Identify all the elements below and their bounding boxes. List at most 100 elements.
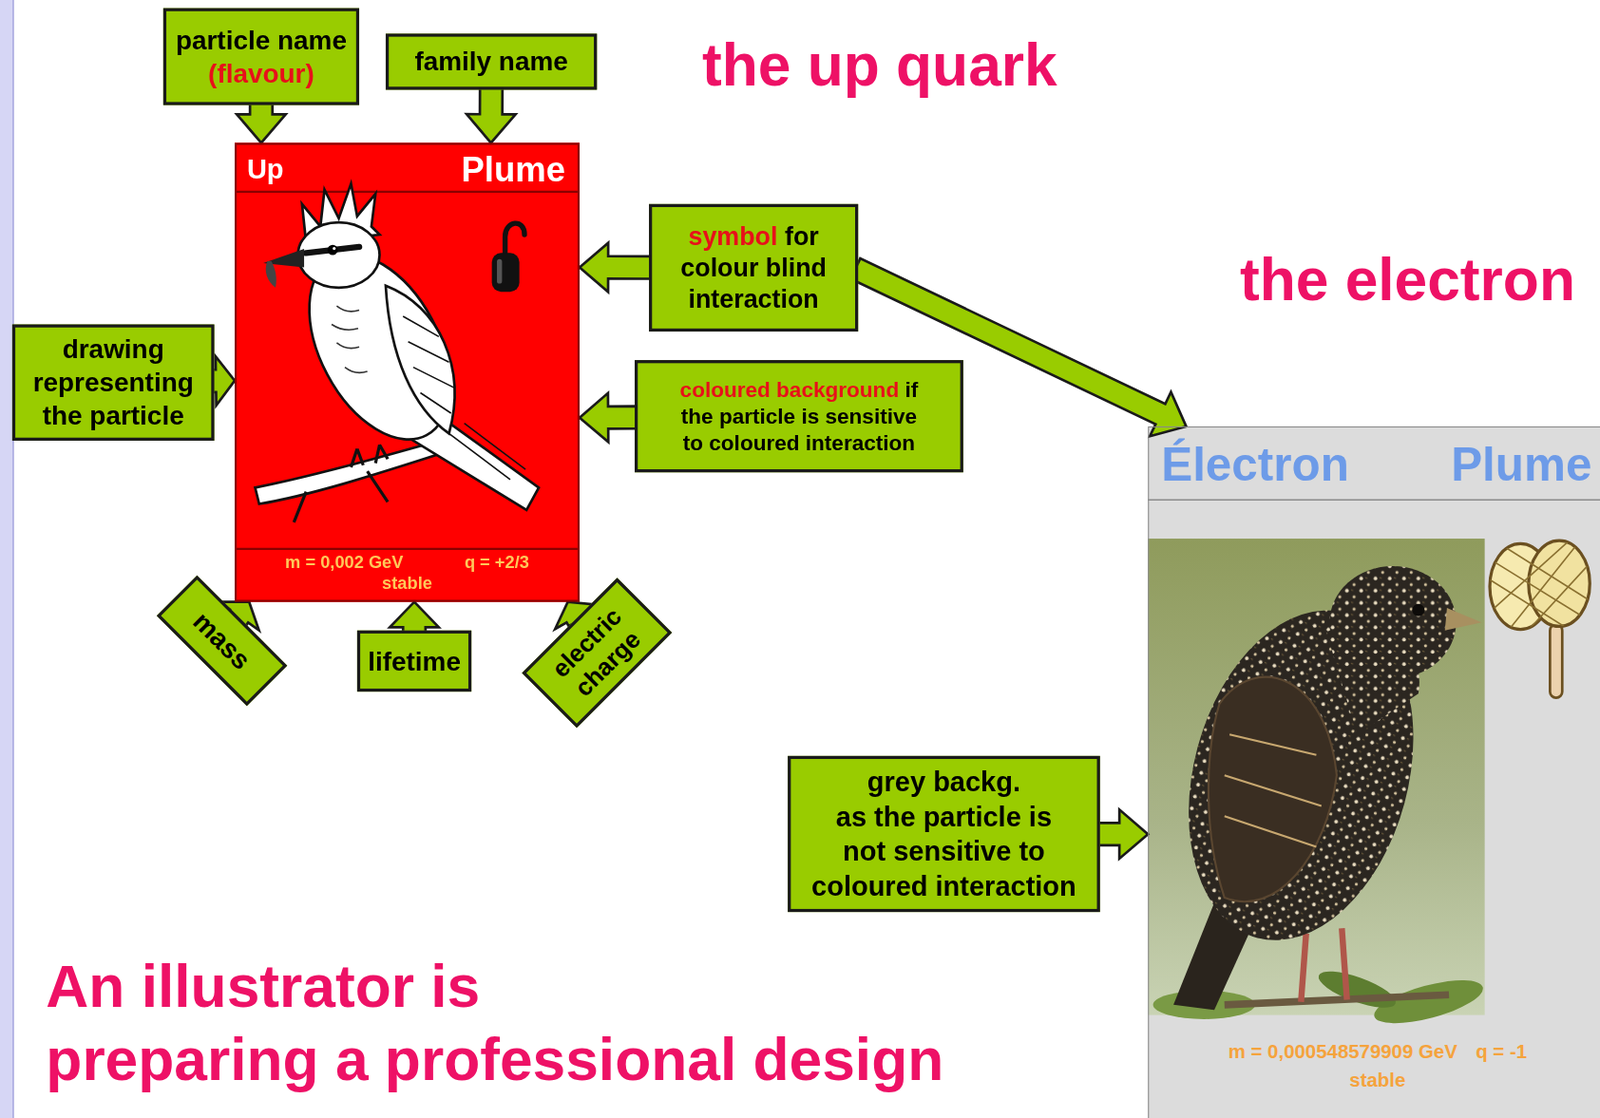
card-ground xyxy=(234,142,580,602)
card-divider xyxy=(234,548,580,551)
callout-label: (flavour) xyxy=(170,57,352,91)
wing-edges xyxy=(1224,734,1322,847)
card-divider xyxy=(1147,498,1600,501)
callout-box: coloured backgroundif the particle is se… xyxy=(634,360,964,473)
callout-label: particle name xyxy=(170,23,352,58)
starling-eye xyxy=(1411,604,1425,617)
callout-inner: drawing representing the particle xyxy=(19,332,206,433)
particle-card: Électron Plume m = 0,000548579909 GeV q = -… xyxy=(1147,426,1600,1118)
callout-inner: electric charge xyxy=(533,590,660,716)
breast-hatching xyxy=(331,305,368,373)
callout-arrow xyxy=(389,602,439,634)
charge-value: q = +2/3 xyxy=(464,552,530,572)
net-mesh xyxy=(1485,538,1593,641)
callout-inner: coloured backgroundif the particle is se… xyxy=(673,376,924,458)
starling-head xyxy=(1329,566,1456,679)
callout-label: coloured background xyxy=(680,377,900,401)
family-name: Plume xyxy=(460,149,566,190)
title-wrap: An illustrator is preparing a profession… xyxy=(45,950,985,1098)
prey xyxy=(266,261,277,288)
hook-handle xyxy=(492,252,520,292)
callout-arrow xyxy=(466,86,516,143)
callout-arrow xyxy=(579,243,652,293)
callout-arrow xyxy=(236,101,286,143)
starling-wing xyxy=(1208,677,1337,903)
callout-label: mass xyxy=(187,606,257,676)
callout-box: family name xyxy=(385,33,597,90)
callout-box: grey backg. as the particle is not sensi… xyxy=(787,756,1101,913)
hook-shine xyxy=(496,259,502,285)
slide-title: An illustrator is preparing a profession… xyxy=(45,952,944,1093)
card-heading: the electron xyxy=(1239,246,1576,313)
hook-symbol xyxy=(505,223,525,255)
side-bar xyxy=(0,0,14,1118)
callout-inner: family name xyxy=(392,45,590,79)
card-header: Up Plume xyxy=(236,145,578,195)
callout-label: grey backg. as the particle is not sensi… xyxy=(811,766,1077,902)
card-divider xyxy=(234,190,580,193)
callout-label: family name xyxy=(414,46,568,77)
side-bar-edge xyxy=(12,0,15,1118)
bird-feet xyxy=(350,444,388,468)
card-footer-row: m = 0,000548579909 GeV q = -1 xyxy=(1148,1039,1600,1066)
callout-label: drawing representing the particle xyxy=(33,333,194,431)
callout-box: symbolfor colour blind interaction xyxy=(648,204,858,332)
callout-arrow xyxy=(1097,809,1149,859)
callout-box: lifetime xyxy=(357,630,472,692)
lifetime-value: stable xyxy=(381,573,433,593)
particle-name: Électron xyxy=(1161,437,1350,493)
photo-ground xyxy=(1147,538,1485,1016)
callout-arrow xyxy=(210,356,235,406)
eye-highlight xyxy=(332,247,336,250)
particle-card: Up Plume m = 0,002 GeV q = +2/3 stable xyxy=(234,142,580,602)
callout-inner: particle name(flavour) xyxy=(170,23,352,91)
callout-label: lifetime xyxy=(367,646,461,677)
card-footer-row: m = 0,002 GeV q = +2/3 xyxy=(236,552,578,573)
bird-eye xyxy=(327,245,339,256)
card-footer-row: stable xyxy=(1148,1067,1600,1094)
starling-beak xyxy=(1445,608,1483,631)
callout-arrow xyxy=(579,393,638,443)
mass-value: m = 0,002 GeV xyxy=(285,552,403,572)
tail-stripes xyxy=(449,423,527,480)
perch xyxy=(1224,994,1449,1006)
bird-wing xyxy=(385,285,455,435)
callout-box: mass xyxy=(155,575,286,706)
line-spacer xyxy=(826,764,853,800)
line-spacer xyxy=(678,950,985,1024)
callout-box: drawing representing the particle xyxy=(12,324,215,441)
callout-label: electric charge xyxy=(546,602,646,702)
charge-value: q = -1 xyxy=(1475,1040,1527,1063)
line-spacer xyxy=(1061,764,1082,835)
wing-feathers xyxy=(402,316,455,414)
card-ground xyxy=(1147,426,1600,1118)
leaf xyxy=(1314,964,1401,1016)
branch xyxy=(254,440,443,505)
callout-inner: lifetime xyxy=(363,644,464,678)
callout-box: particle name(flavour) xyxy=(163,8,360,106)
family-name: Plume xyxy=(1450,437,1592,493)
mass-value: m = 0,000548579909 GeV xyxy=(1228,1040,1458,1063)
callout-inner: symbolfor colour blind interaction xyxy=(661,220,845,317)
heading-wrap: the electron xyxy=(1239,246,1576,315)
net-hoop xyxy=(1528,540,1590,627)
lifetime-value: stable xyxy=(1349,1069,1406,1092)
callout-inner: grey backg. as the particle is not sensi… xyxy=(805,764,1082,904)
line-spacer xyxy=(1035,764,1062,800)
particle-name: Up xyxy=(247,153,285,186)
starling-legs xyxy=(1300,928,1347,1002)
line-spacer xyxy=(805,764,826,835)
card-heading: the up quark xyxy=(702,31,1058,98)
callout-inner: mass xyxy=(170,589,274,693)
card-footer-row: stable xyxy=(236,573,578,594)
card-header: Électron Plume xyxy=(1148,427,1600,501)
bird-head xyxy=(298,222,381,288)
heading-wrap: the up quark xyxy=(702,31,1058,100)
callout-label: symbol xyxy=(687,221,778,250)
twig xyxy=(293,471,388,523)
net-handle xyxy=(1549,624,1562,698)
